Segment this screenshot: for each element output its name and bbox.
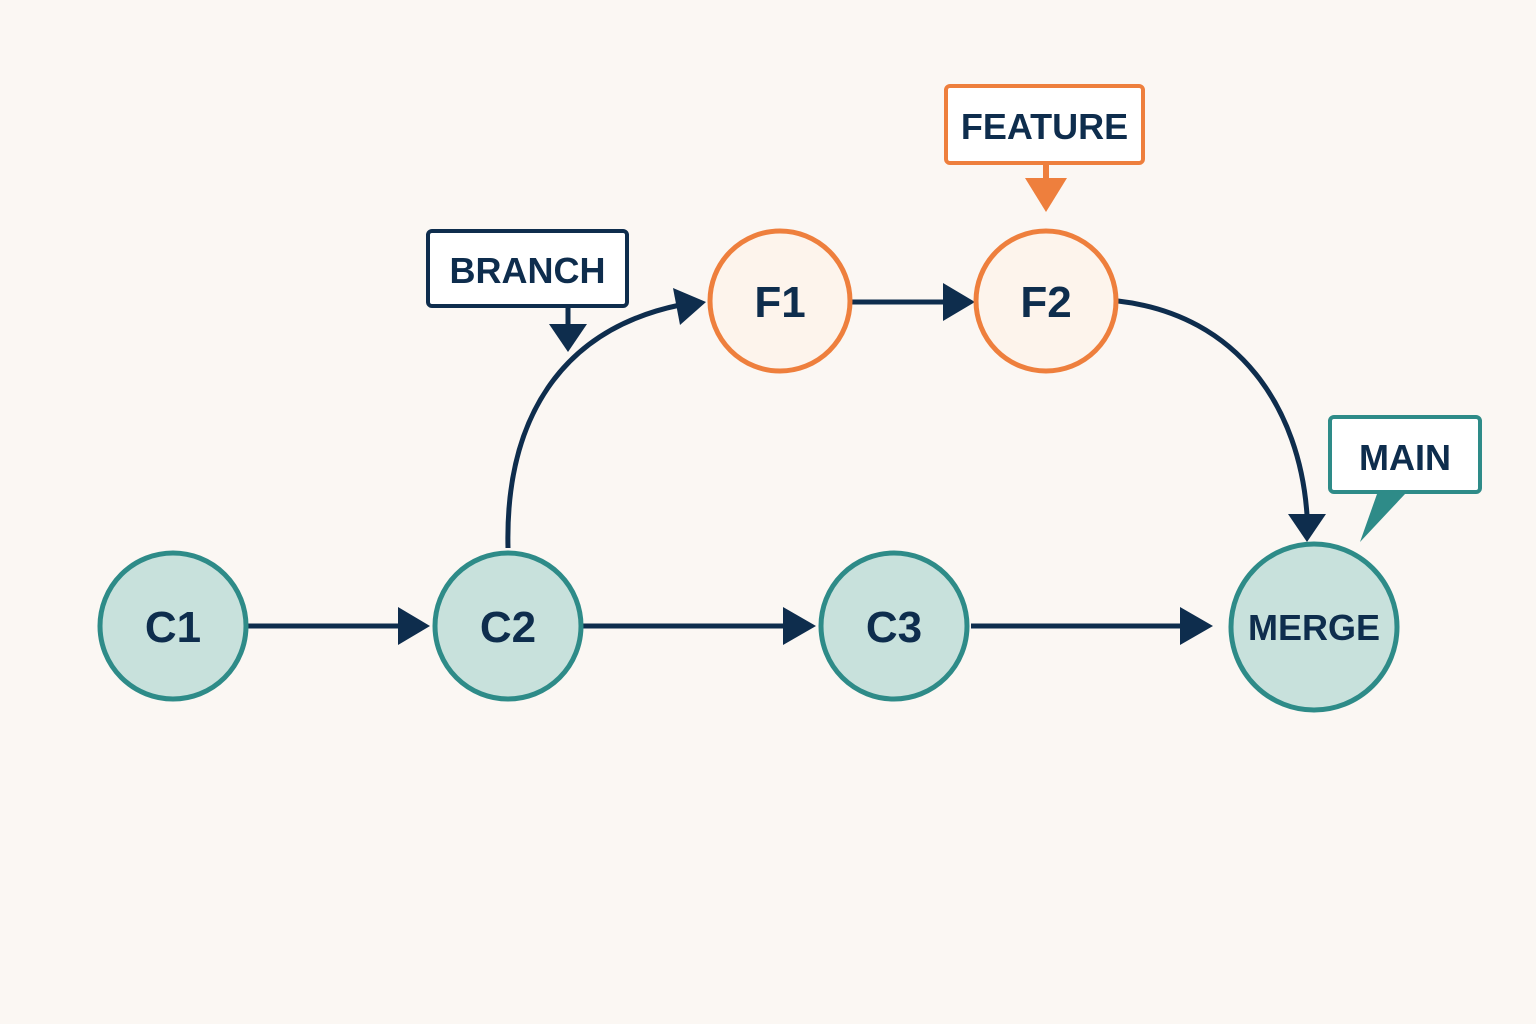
arrowhead-icon [398,607,430,645]
arrowhead-icon [943,283,975,321]
callout-main: MAIN [1328,415,1482,542]
arrowhead-icon [1180,607,1213,645]
callout-main-label: MAIN [1359,437,1451,478]
callout-branch-label: BRANCH [450,250,606,291]
node-c1[interactable]: C1 [97,550,249,702]
node-c2[interactable]: C2 [432,550,584,702]
edge-f2-merge [1117,298,1310,516]
callout-feature-label: FEATURE [961,106,1128,147]
node-f1[interactable]: F1 [707,228,853,374]
node-label: C3 [866,603,922,652]
node-label: F1 [754,278,805,327]
edge-c2-f1 [505,302,681,549]
arrow-down-icon [1025,163,1067,212]
node-f2[interactable]: F2 [973,228,1119,374]
node-label: F2 [1020,278,1071,327]
callout-feature: FEATURE [944,84,1145,212]
callout-branch: BRANCH [426,229,629,352]
arrowhead-icon [783,607,816,645]
node-label: C2 [480,603,536,652]
node-c3[interactable]: C3 [818,550,970,702]
node-label: MERGE [1248,607,1380,648]
node-label: C1 [145,603,201,652]
node-merge[interactable]: MERGE [1228,541,1400,713]
speech-pointer-icon [1360,494,1405,542]
arrow-down-icon [549,306,587,352]
edges [248,283,1326,645]
arrowhead-icon [673,288,706,325]
arrowhead-icon [1288,514,1326,542]
